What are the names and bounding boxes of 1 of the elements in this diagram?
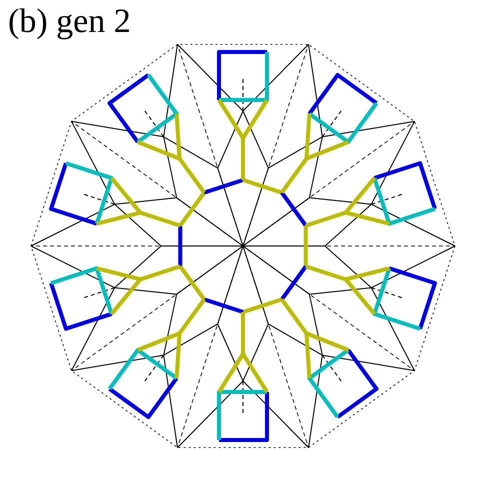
- panel-title: (b) gen 2: [8, 2, 131, 42]
